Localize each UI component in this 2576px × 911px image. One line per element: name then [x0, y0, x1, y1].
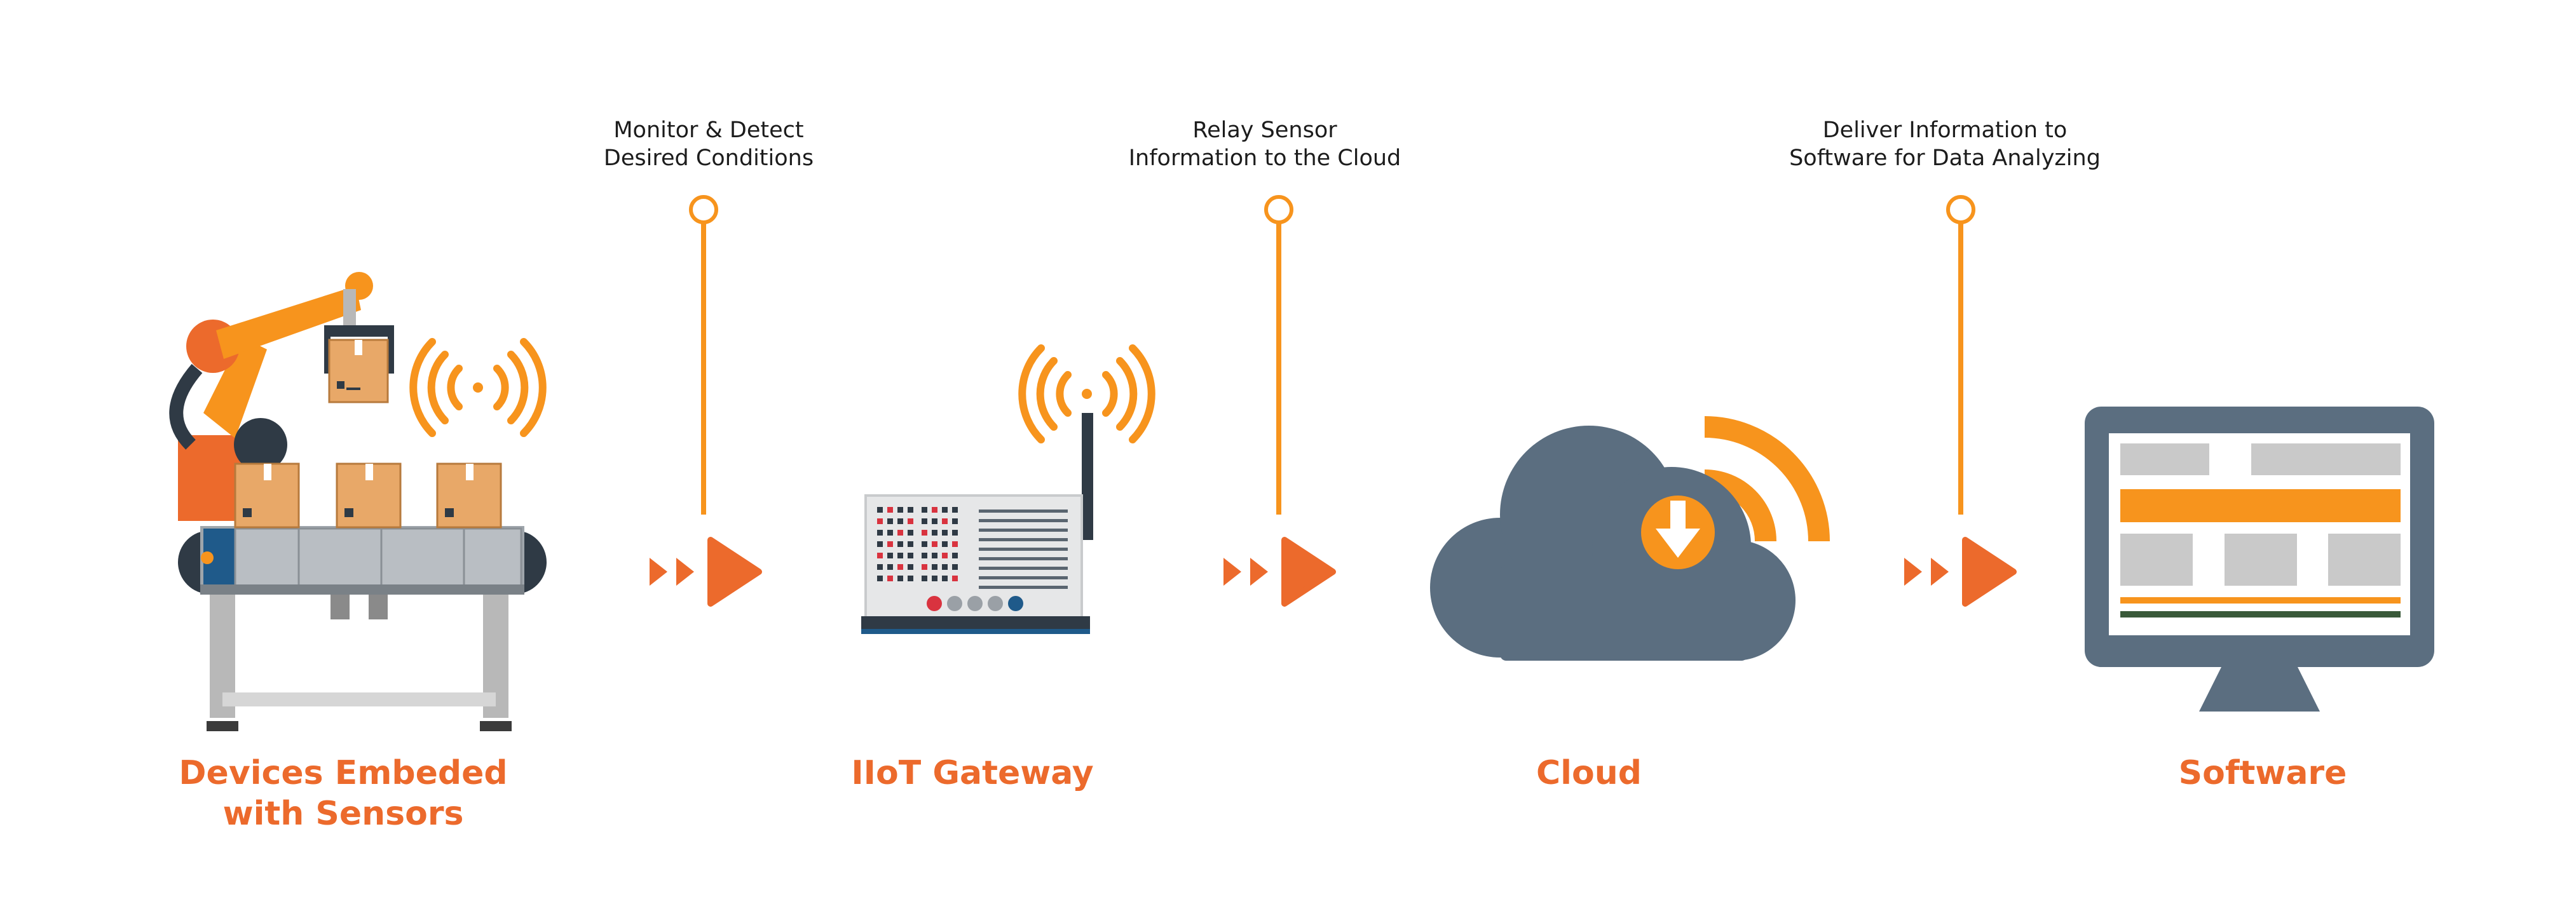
step-label-line-1: Monitor & Detect — [613, 118, 804, 143]
step-label-line-2: Desired Conditions — [603, 145, 814, 171]
stage-title-devices: Devices Embeded with Sensors — [146, 753, 540, 834]
stage-title-cloud: Cloud — [1424, 753, 1754, 793]
gateway-router-icon — [861, 344, 1155, 634]
connector-pin-1 — [689, 195, 718, 515]
stage-title-software: Software — [2097, 753, 2428, 793]
stage-title-line-2: with Sensors — [222, 795, 464, 833]
flow-arrow-1 — [650, 537, 762, 607]
step-label-line-1: Relay Sensor — [1192, 118, 1337, 143]
stage-title-line-1: Devices Embeded — [179, 754, 508, 792]
stage-title-gateway: IIoT Gateway — [794, 753, 1150, 793]
step-label-line-2: Information to the Cloud — [1128, 145, 1401, 171]
step-label-line-2: Software for Data Analyzing — [1789, 145, 2101, 171]
stage-title-line-1: Software — [2178, 754, 2347, 792]
stage-title-line-1: Cloud — [1536, 754, 1642, 792]
robot-arm-conveyor-icon — [169, 272, 547, 731]
cloud-download-icon — [1430, 416, 1830, 661]
monitor-dashboard-icon — [2085, 407, 2434, 712]
connector-pin-3 — [1946, 195, 1975, 515]
connector-pin-2 — [1264, 195, 1293, 515]
flow-arrow-3 — [1904, 537, 2017, 607]
step-label-relay: Relay Sensor Information to the Cloud — [1080, 116, 1449, 172]
step-label-line-1: Deliver Information to — [1822, 118, 2068, 143]
flow-arrow-2 — [1223, 537, 1336, 607]
step-label-monitor: Monitor & Detect Desired Conditions — [543, 116, 874, 172]
step-label-deliver: Deliver Information to Software for Data… — [1741, 116, 2148, 172]
stage-title-line-1: IIoT Gateway — [851, 754, 1094, 792]
